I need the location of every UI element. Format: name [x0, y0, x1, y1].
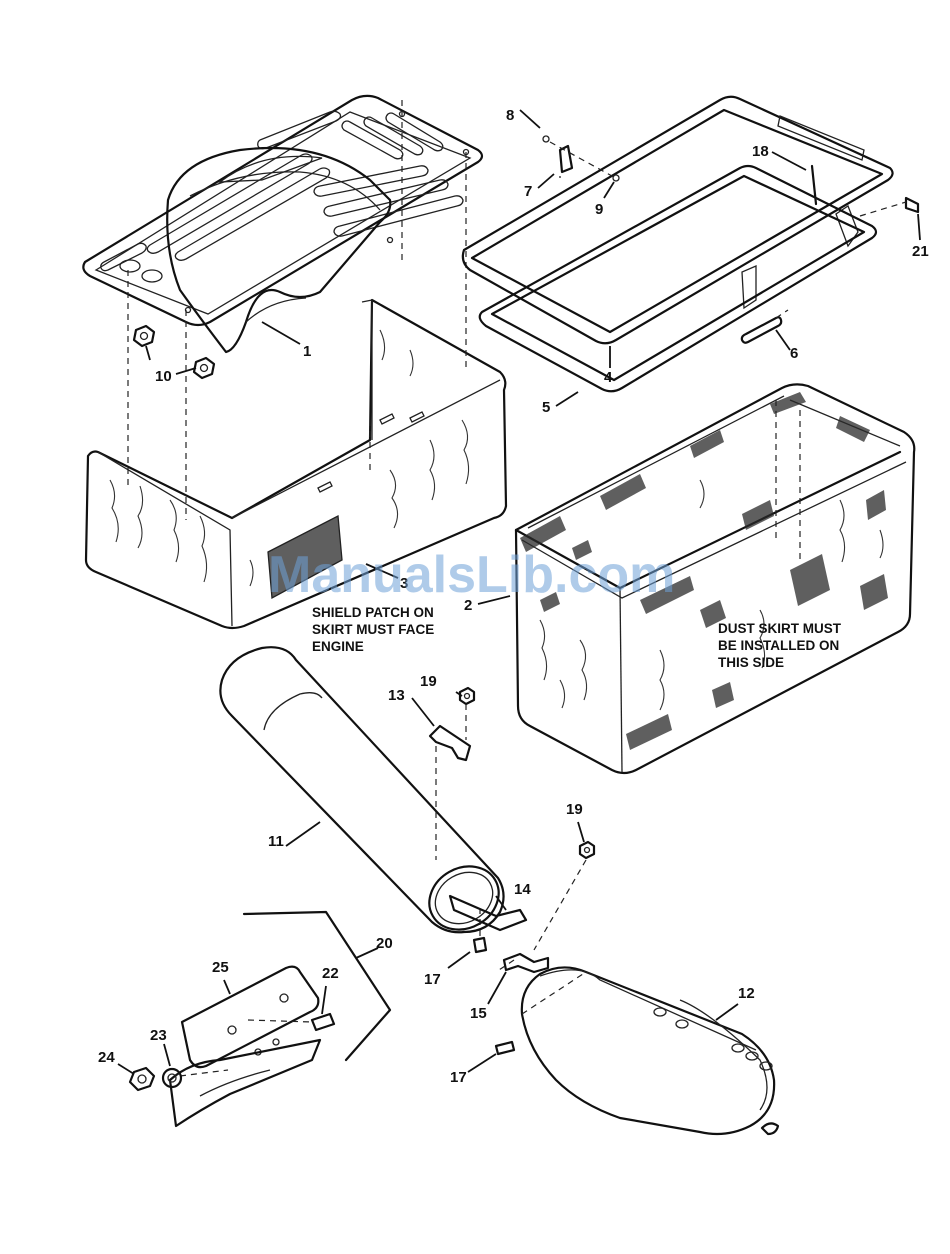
- bracket-13: [430, 688, 474, 860]
- callout-24: 24: [98, 1049, 115, 1066]
- callout-8: 8: [506, 107, 514, 124]
- callout-1: 1: [303, 343, 311, 360]
- dust-note-line-2: BE INSTALLED ON: [718, 638, 839, 653]
- callout-22: 22: [322, 965, 339, 982]
- callout-17-upper: 17: [424, 971, 441, 988]
- deflector-12: [496, 967, 778, 1134]
- callout-5: 5: [542, 399, 550, 416]
- callout-19-right: 19: [566, 801, 583, 818]
- dust-note-line-3: THIS SIDE: [718, 655, 784, 670]
- callout-12: 12: [738, 985, 755, 1002]
- nut-19-right: [534, 842, 594, 950]
- shield-patch-note: SHIELD PATCH ON SKIRT MUST FACE ENGINE: [312, 605, 434, 654]
- callout-15: 15: [470, 1005, 487, 1022]
- watermark: ManualsLib.com: [268, 546, 675, 604]
- callout-20: 20: [376, 935, 393, 952]
- callout-21: 21: [912, 243, 929, 260]
- callout-7: 7: [524, 183, 532, 200]
- shield-note-line-3: ENGINE: [312, 639, 364, 654]
- mount-assembly: [130, 912, 390, 1126]
- chute-tube: [220, 647, 510, 942]
- callout-23: 23: [150, 1027, 167, 1044]
- callout-4: 4: [604, 369, 613, 386]
- callout-13: 13: [388, 687, 405, 704]
- callout-17-lower: 17: [450, 1069, 467, 1086]
- callout-11: 11: [268, 833, 284, 850]
- shield-note-line-1: SHIELD PATCH ON: [312, 605, 434, 620]
- callout-14: 14: [514, 881, 531, 898]
- shield-note-line-2: SKIRT MUST FACE: [312, 622, 434, 637]
- callout-19-left: 19: [420, 673, 437, 690]
- callout-9: 9: [595, 201, 603, 218]
- dust-note-line-1: DUST SKIRT MUST: [718, 621, 842, 636]
- attachment-lines-left: [128, 100, 466, 520]
- dust-skirt-note: DUST SKIRT MUST BE INSTALLED ON THIS SID…: [718, 621, 842, 670]
- clamp-15: [496, 954, 548, 972]
- callout-6: 6: [790, 345, 798, 362]
- top-plate-with-hood: [83, 96, 482, 352]
- callout-10: 10: [155, 368, 172, 385]
- callout-25: 25: [212, 959, 229, 976]
- nut-10: [134, 326, 214, 378]
- callout-18: 18: [752, 143, 769, 160]
- frame-upper-4: [463, 97, 893, 344]
